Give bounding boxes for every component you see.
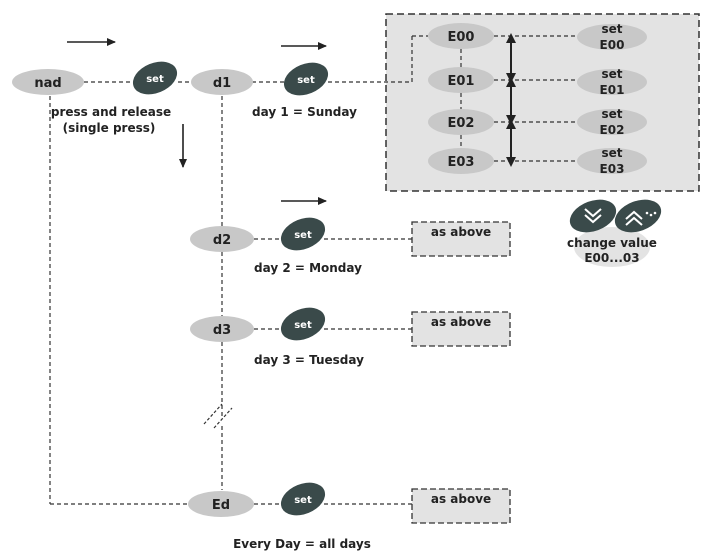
svg-text:set: set: [146, 74, 164, 85]
connectors: [49, 35, 578, 505]
caption-day3: day 3 = Tuesday: [254, 353, 364, 367]
break-marks: [203, 403, 233, 429]
up-chevron-icon[interactable]: [610, 194, 665, 239]
set-button-4[interactable]: set: [276, 301, 330, 346]
svg-text:E03: E03: [448, 155, 475, 170]
svg-text:E02: E02: [600, 123, 625, 137]
as-above-box-1: as above: [411, 221, 511, 257]
set-button-1[interactable]: set: [128, 55, 182, 100]
svg-text:E00: E00: [600, 38, 625, 52]
svg-text:d2: d2: [213, 233, 231, 248]
svg-text:d1: d1: [213, 76, 231, 91]
caption-day1: day 1 = Sunday: [252, 105, 357, 119]
set-e00-node: set E00: [577, 22, 647, 52]
as-above-box-2: as above: [411, 311, 511, 347]
svg-text:as above: as above: [431, 492, 491, 506]
set-e01-node: set E01: [577, 67, 647, 97]
node-d2: d2: [190, 226, 254, 252]
node-e02: E02: [428, 109, 494, 135]
node-e03: E03: [428, 148, 494, 174]
set-button-3[interactable]: set: [276, 211, 330, 256]
svg-text:as above: as above: [431, 225, 491, 239]
change-value-backdrop: [574, 227, 650, 267]
svg-text:set: set: [601, 146, 622, 160]
set-e03-node: set E03: [577, 146, 647, 176]
node-nad: nad: [12, 69, 84, 95]
caption-press-line1: press and release: [51, 105, 171, 119]
node-e01: E01: [428, 67, 494, 93]
caption-press-line2: (single press): [63, 121, 156, 135]
svg-text:set: set: [294, 230, 312, 241]
change-value-group: change value E00...03: [565, 194, 665, 267]
svg-text:d3: d3: [213, 323, 231, 338]
svg-text:set: set: [601, 67, 622, 81]
flow-arrows: [67, 38, 327, 205]
svg-text:E00: E00: [448, 30, 475, 45]
set-button-2[interactable]: set: [279, 56, 333, 101]
svg-text:Ed: Ed: [212, 498, 230, 513]
svg-text:set: set: [601, 22, 622, 36]
caption-change-range: E00...03: [584, 251, 639, 265]
caption-day2: day 2 = Monday: [254, 261, 362, 275]
svg-text:set: set: [601, 107, 622, 121]
set-e02-node: set E02: [577, 107, 647, 137]
svg-text:nad: nad: [34, 76, 61, 91]
svg-text:set: set: [297, 75, 315, 86]
node-e00: E00: [428, 23, 494, 49]
svg-text:set: set: [294, 320, 312, 331]
caption-change-value: change value: [567, 236, 657, 250]
node-d1: d1: [191, 69, 253, 95]
node-d3: d3: [190, 316, 254, 342]
down-chevron-icon[interactable]: [565, 194, 620, 239]
svg-text:E02: E02: [448, 116, 475, 131]
as-above-box-3: as above: [411, 488, 511, 524]
node-ed: Ed: [188, 491, 254, 517]
svg-text:as above: as above: [431, 315, 491, 329]
svg-text:E01: E01: [600, 83, 625, 97]
set-button-5[interactable]: set: [276, 476, 330, 521]
caption-every-day: Every Day = all days: [233, 537, 371, 551]
svg-text:E01: E01: [448, 74, 475, 89]
svg-text:E03: E03: [600, 162, 625, 176]
svg-text:set: set: [294, 495, 312, 506]
